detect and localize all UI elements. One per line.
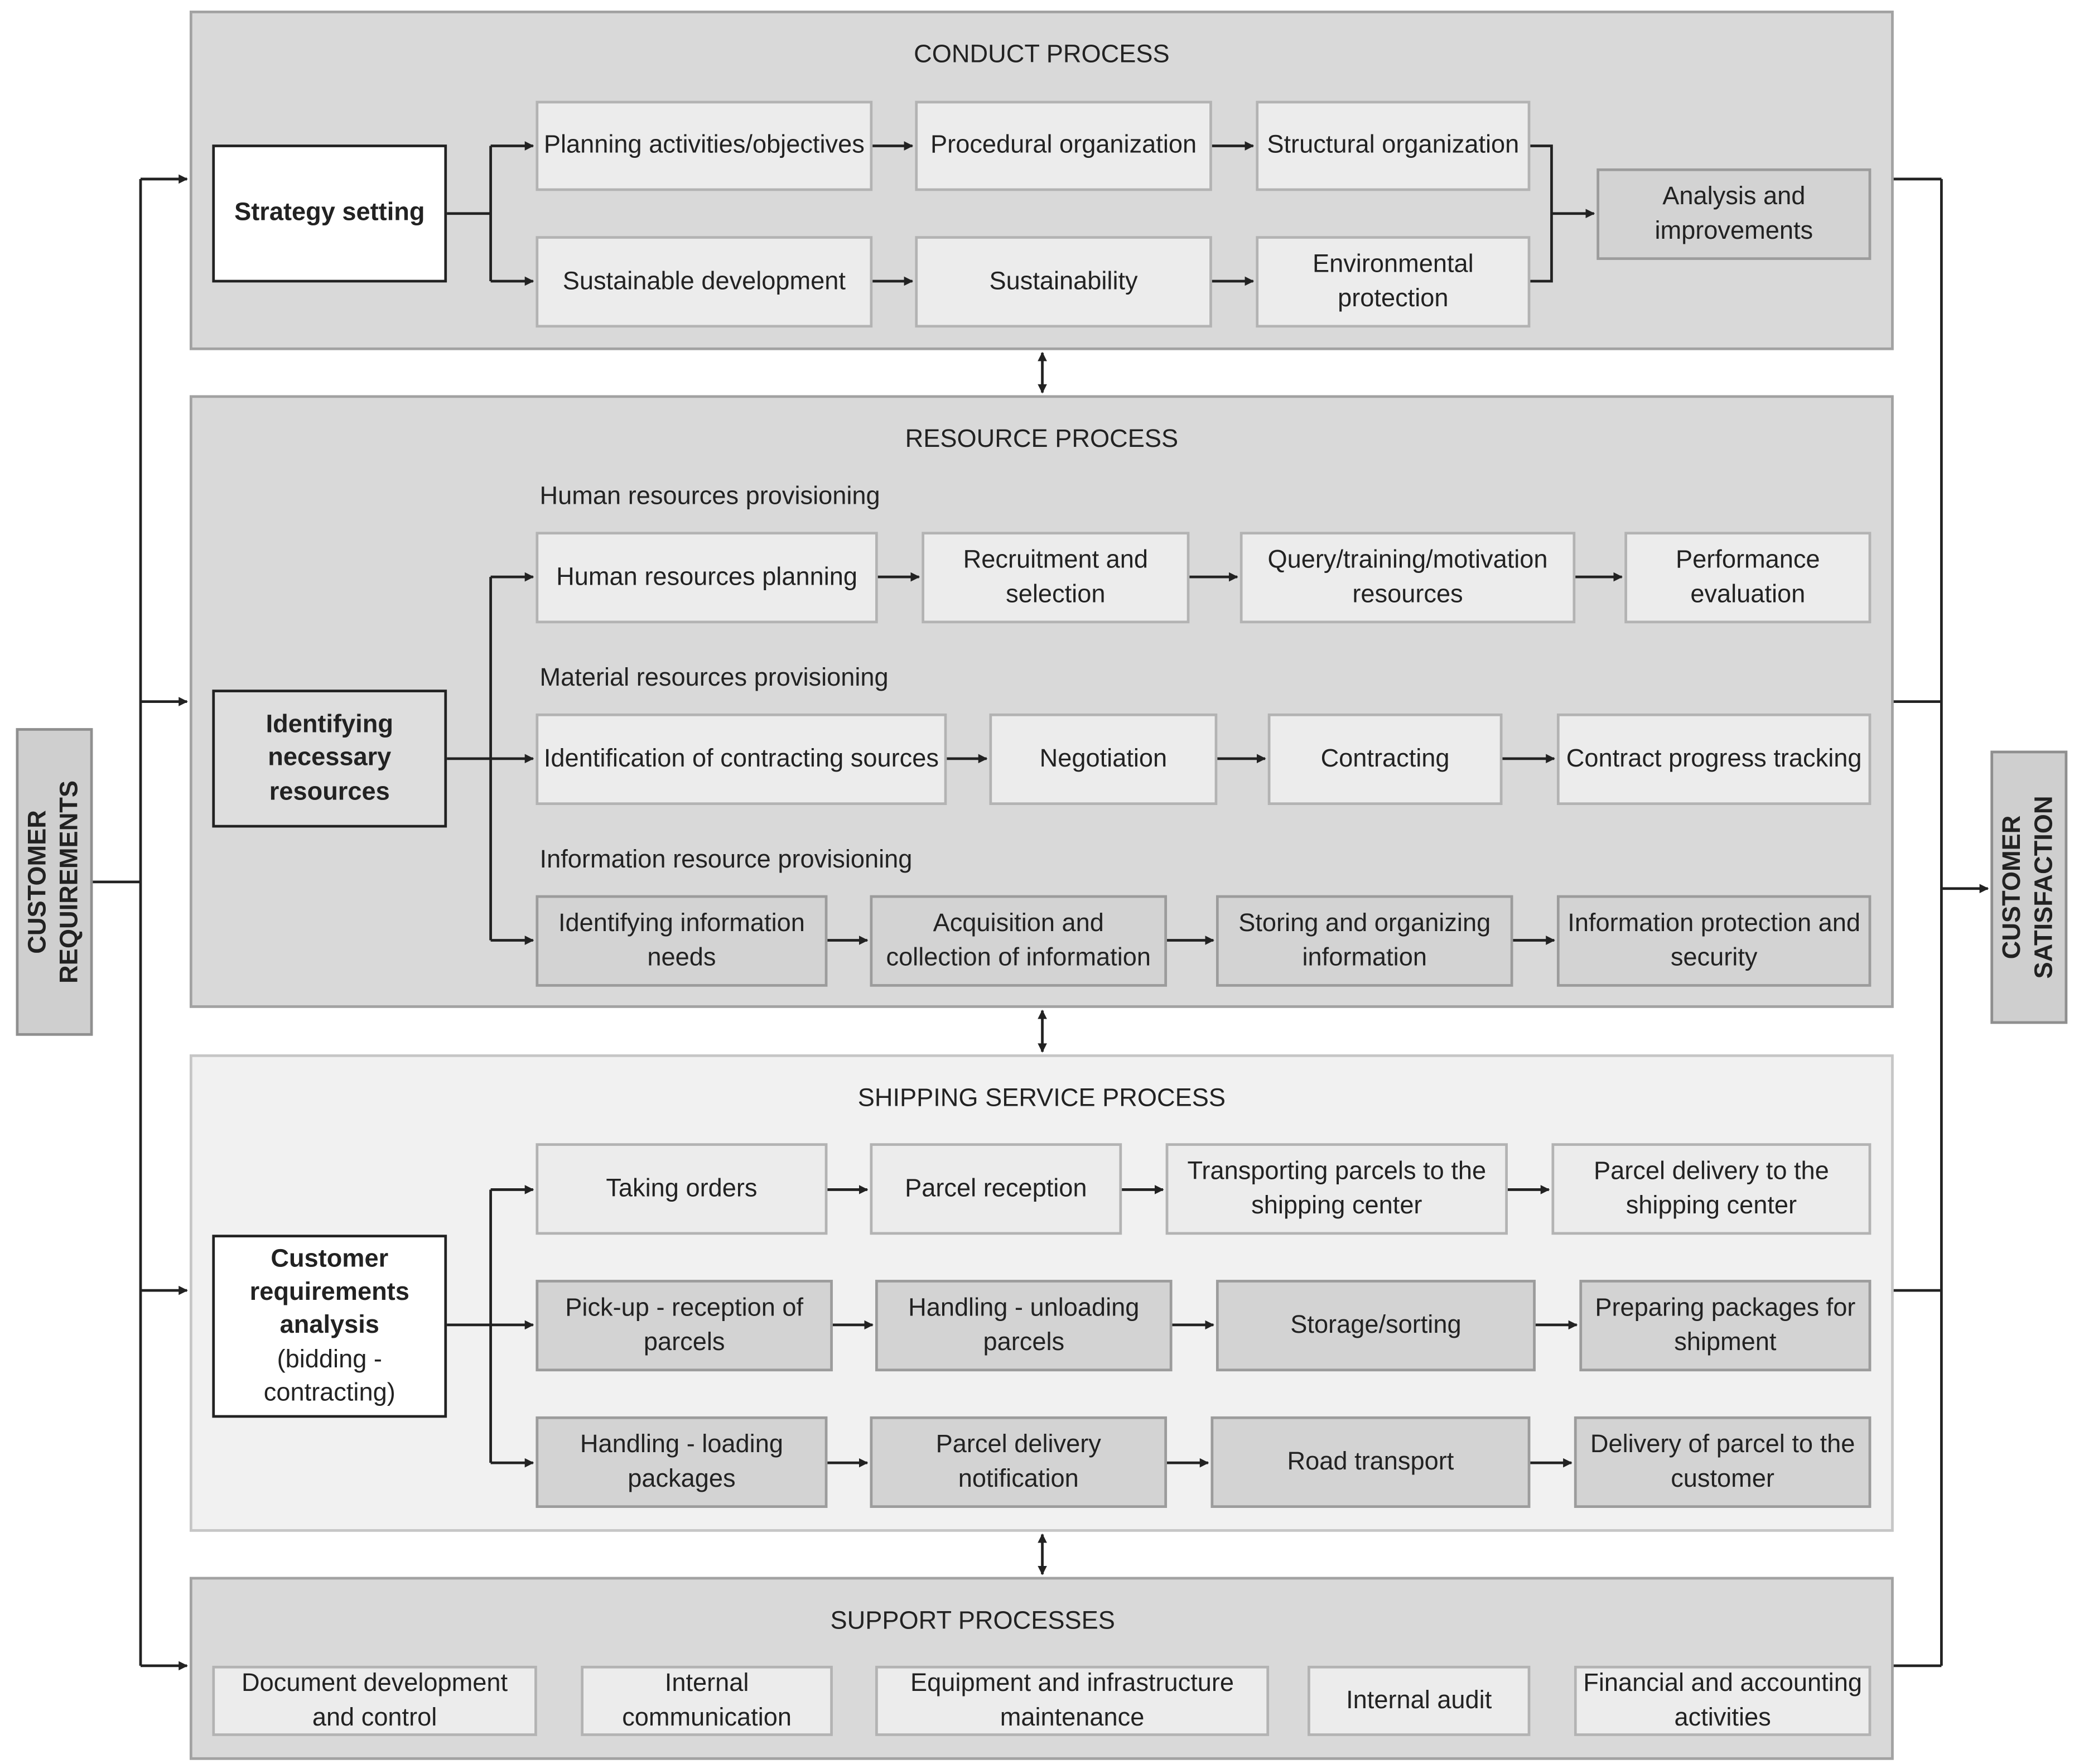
structural-organization-box: Structural organization <box>1256 100 1531 191</box>
satisfaction-bus-line <box>1893 177 1943 1667</box>
road-transport-box: Road transport <box>1210 1416 1531 1508</box>
internal-communication-box: Internal communication <box>581 1665 833 1736</box>
negotiation-box: Negotiation <box>989 713 1218 806</box>
customer-satisfaction-box: CUSTOMER SATISFACTION <box>1990 750 2068 1024</box>
sustainability-box: Sustainability <box>915 236 1212 328</box>
recruitment-selection-box: Recruitment and selection <box>922 532 1190 624</box>
environmental-protection-box: Environmental protection <box>1256 236 1531 328</box>
bidding-contracting-note: (bidding - contracting) <box>263 1346 395 1408</box>
equipment-maintenance-box: Equipment and infrastructure maintenance <box>875 1665 1270 1736</box>
material-resources-provisioning-label: Material resources provisioning <box>539 664 889 692</box>
handling-loading-box: Handling - loading packages <box>536 1416 828 1508</box>
storing-organizing-information-box: Storing and organizing information <box>1216 895 1513 987</box>
support-processes-title: SUPPORT PROCESSES <box>830 1607 1115 1636</box>
query-training-motivation-box: Query/training/motivation resources <box>1239 532 1576 624</box>
acquisition-collection-information-box: Acquisition and collection of informatio… <box>870 895 1168 987</box>
information-protection-security-box: Information protection and security <box>1556 895 1872 987</box>
planning-activities-box: Planning activities/objectives <box>536 100 873 191</box>
procedural-organization-box: Procedural organization <box>915 100 1212 191</box>
customer-requirements-analysis-box: Customer requirements analysis (bidding … <box>212 1235 447 1418</box>
strategy-setting-box: Strategy setting <box>212 144 447 283</box>
contract-progress-tracking-box: Contract progress tracking <box>1556 713 1872 806</box>
contracting-box: Contracting <box>1267 713 1503 806</box>
human-resources-provisioning-label: Human resources provisioning <box>539 483 880 511</box>
financial-accounting-box: Financial and accounting activities <box>1574 1665 1872 1736</box>
transporting-parcels-box: Transporting parcels to the shipping cen… <box>1165 1143 1508 1235</box>
document-development-box: Document development and control <box>212 1665 537 1736</box>
customer-requirements-analysis-title: Customer requirements analysis <box>249 1245 409 1340</box>
delivery-parcel-customer-box: Delivery of parcel to the customer <box>1574 1416 1872 1508</box>
parcel-delivery-notification-box: Parcel delivery notification <box>870 1416 1168 1508</box>
parcel-reception-box: Parcel reception <box>870 1143 1122 1235</box>
resource-process-title: RESOURCE PROCESS <box>905 426 1179 454</box>
taking-orders-box: Taking orders <box>536 1143 828 1235</box>
customer-requirements-box: CUSTOMER REQUIREMENTS <box>16 728 93 1036</box>
shipping-service-process-title: SHIPPING SERVICE PROCESS <box>857 1085 1226 1113</box>
parcel-delivery-shipping-center-box: Parcel delivery to the shipping center <box>1551 1143 1872 1235</box>
analysis-improvements-box: Analysis and improvements <box>1597 168 1872 260</box>
pick-up-reception-box: Pick-up - reception of parcels <box>536 1280 833 1372</box>
requirements-bus-line <box>93 179 142 1666</box>
conduct-process-title: CONDUCT PROCESS <box>914 41 1170 69</box>
identification-contracting-sources-box: Identification of contracting sources <box>536 713 947 806</box>
information-resource-provisioning-label: Information resource provisioning <box>539 846 913 874</box>
performance-evaluation-box: Performance evaluation <box>1624 532 1872 624</box>
sustainable-development-box: Sustainable development <box>536 236 873 328</box>
identifying-information-needs-box: Identifying information needs <box>536 895 828 987</box>
internal-audit-box: Internal audit <box>1308 1665 1531 1736</box>
preparing-packages-box: Preparing packages for shipment <box>1579 1280 1872 1372</box>
human-resources-planning-box: Human resources planning <box>536 532 878 624</box>
identifying-necessary-resources-box: Identifying necessary resources <box>212 690 447 828</box>
storage-sorting-box: Storage/sorting <box>1216 1280 1536 1372</box>
handling-unloading-box: Handling - unloading parcels <box>875 1280 1173 1372</box>
